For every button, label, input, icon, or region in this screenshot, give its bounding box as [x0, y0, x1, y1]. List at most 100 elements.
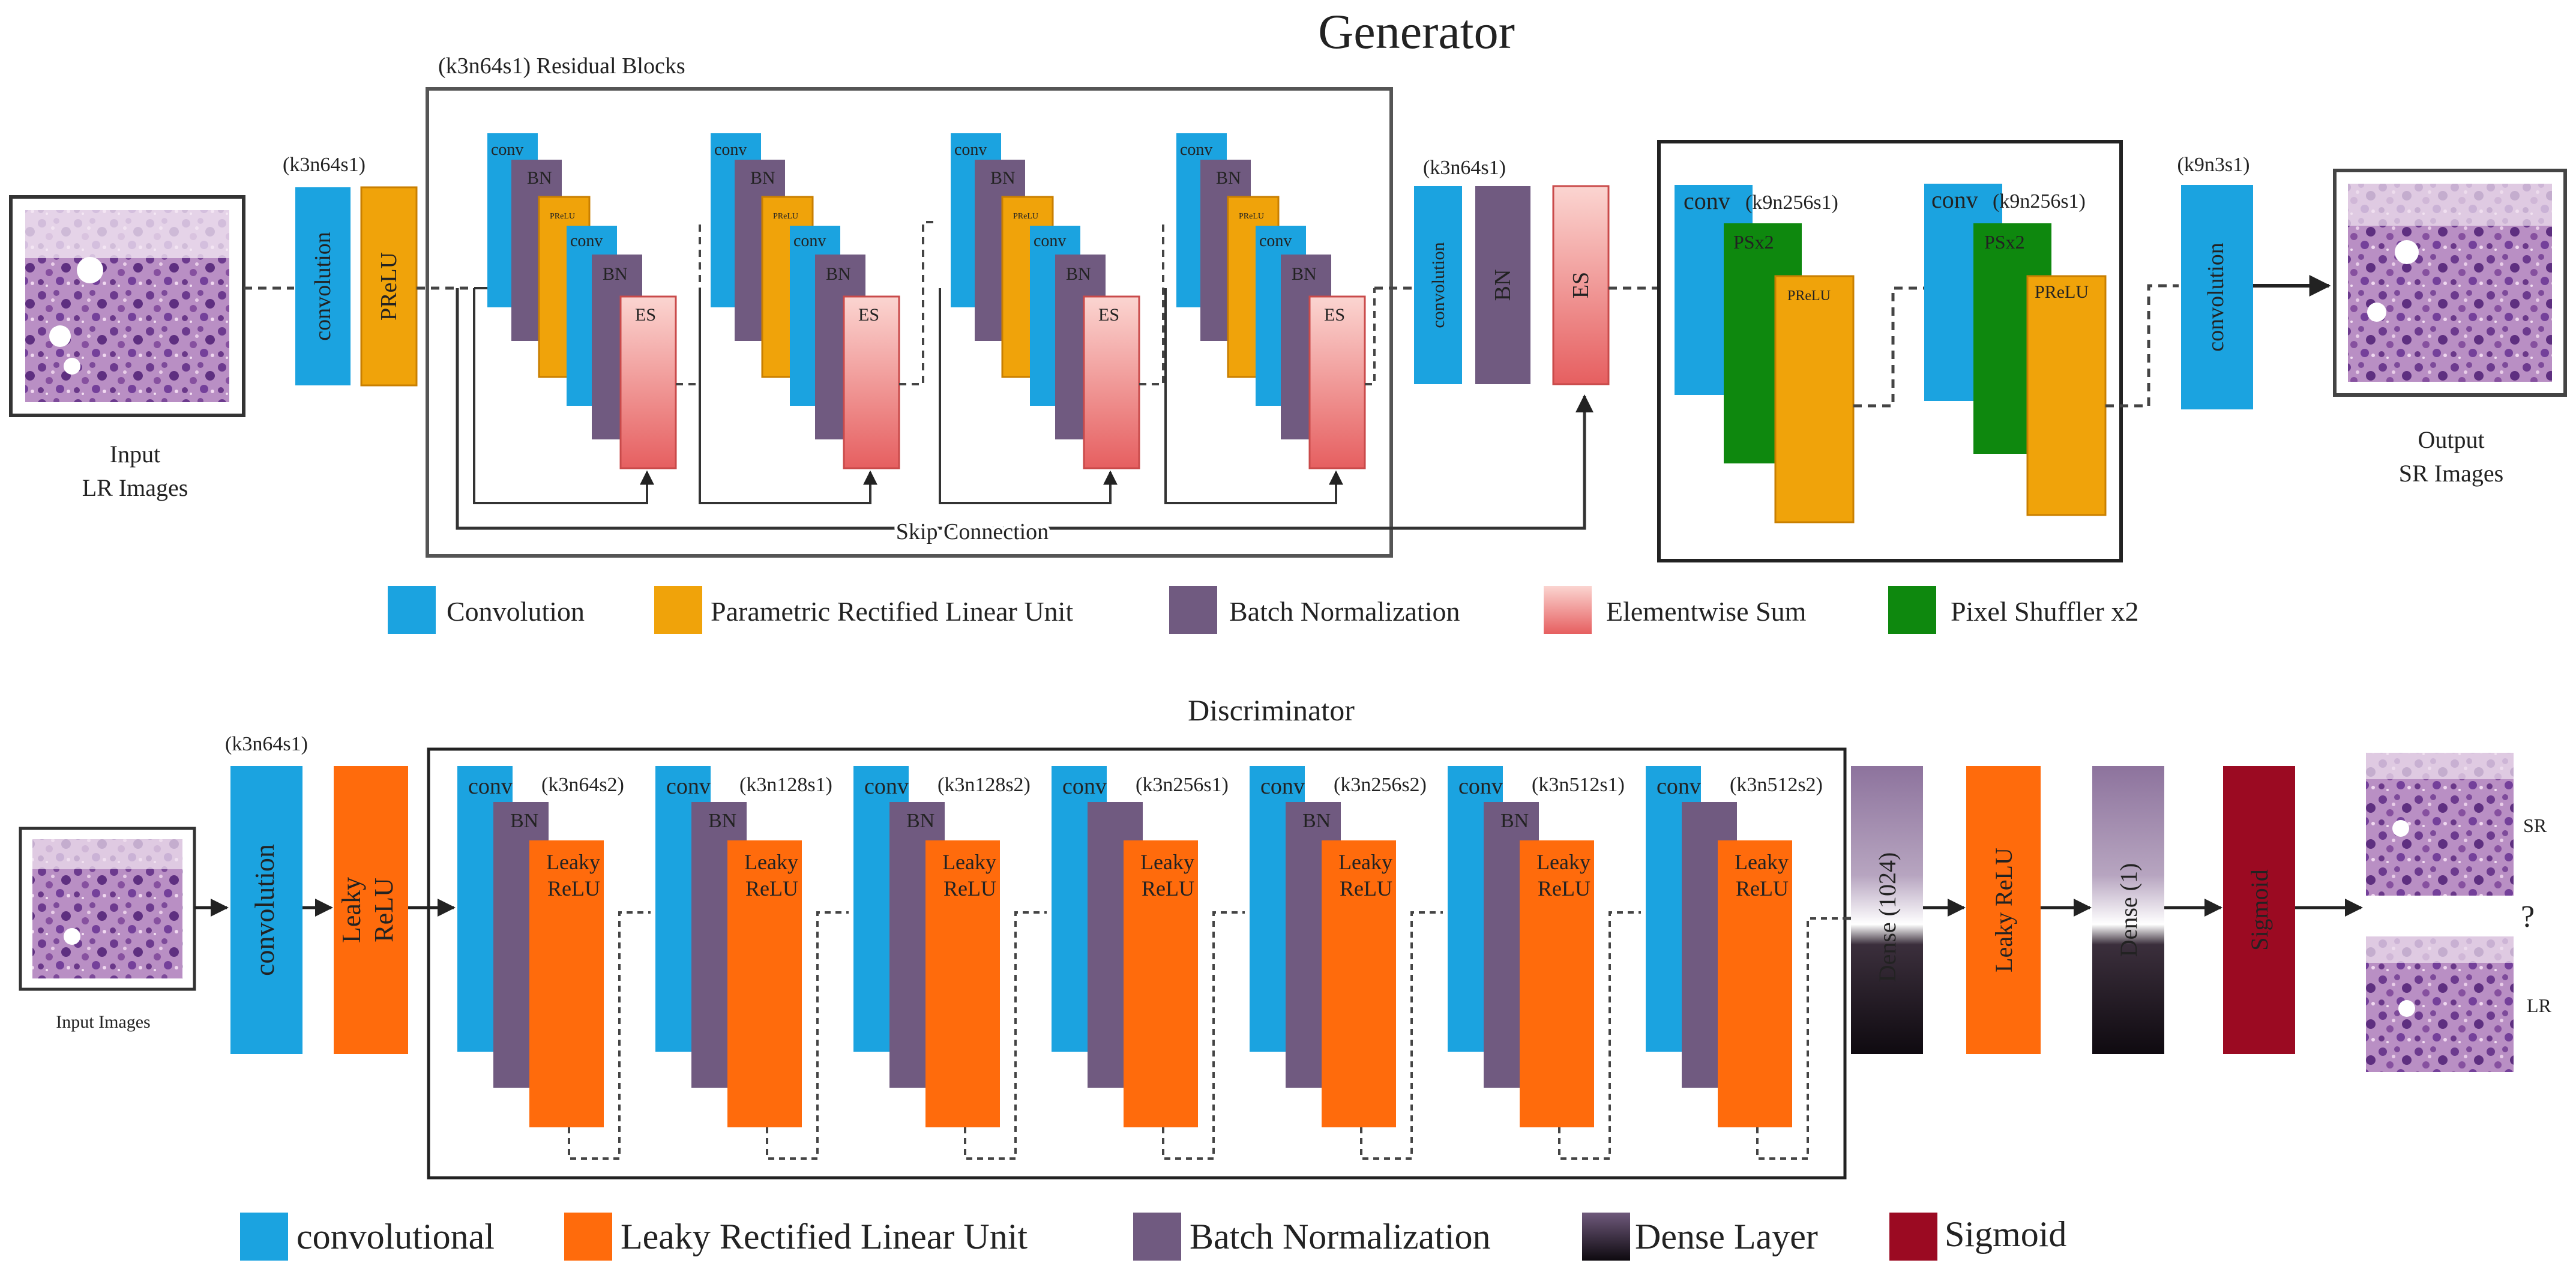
- res-bn-2-label: BN: [1066, 264, 1091, 284]
- disc-param-label: (k3n512s1): [1532, 774, 1625, 796]
- residual-blocks-title: (k3n64s1) Residual Blocks: [438, 53, 685, 79]
- discriminator-blocks-frame: [427, 747, 1847, 1180]
- res-bn-2-label: BN: [603, 264, 628, 284]
- disc-conv-label: conv: [468, 774, 513, 799]
- disc-connector: [1756, 917, 1845, 1160]
- disc-leaky-label-1: Leaky: [744, 850, 798, 874]
- legend-label-leaky: Leaky Rectified Linear Unit: [621, 1217, 1028, 1256]
- disc-conv-label: conv: [1657, 774, 1701, 799]
- disc-leaky: [529, 840, 604, 1127]
- disc-bn-label: BN: [510, 810, 538, 832]
- res-conv-1-label: conv: [714, 140, 747, 159]
- legend-swatch-pixel-shuffler: [1888, 586, 1936, 634]
- disc-param-label: (k3n256s2): [1334, 774, 1427, 796]
- legend-label-prelu: Parametric Rectified Linear Unit: [711, 596, 1073, 627]
- res-conv-1-label: conv: [491, 140, 523, 159]
- res-es: [1083, 295, 1140, 469]
- res-es-label: ES: [635, 305, 656, 325]
- generator-title: Generator: [1318, 4, 1515, 59]
- disc-connector: [766, 911, 849, 1160]
- disc-conv-label: conv: [666, 774, 711, 799]
- discriminator-input-image: [19, 827, 196, 991]
- generator-post-conv-layer: convolution: [1414, 186, 1462, 384]
- legend-swatch-convolutional: [240, 1213, 288, 1261]
- disc-leaky: [1322, 840, 1396, 1127]
- disc-leaky-label-1: Leaky: [1140, 850, 1194, 874]
- upsampling-frame: [1657, 140, 2123, 562]
- generator-input-caption-2: LR Images: [82, 474, 188, 501]
- res-bn-2-label: BN: [826, 264, 851, 284]
- legend-swatch-prelu: [654, 586, 702, 634]
- res-conv-2-label: conv: [1259, 232, 1292, 250]
- skip-connection: Skip Connection: [456, 288, 1593, 547]
- discriminator-first-leaky-layer: Leaky ReLU: [334, 766, 408, 1054]
- legend-swatch-sigmoid: [1889, 1213, 1937, 1261]
- generator-post-bn-label: BN: [1490, 270, 1515, 301]
- generator-prelu-layer: PReLU: [360, 186, 418, 387]
- disc-leaky: [1520, 840, 1594, 1127]
- disc-connector: [1558, 911, 1641, 1160]
- generator-post-param: (k3n64s1): [1423, 157, 1506, 179]
- disc-leaky: [727, 840, 802, 1127]
- res-internal-skip: [699, 288, 877, 504]
- upsample-2-ps-label: PSx2: [1984, 231, 2025, 253]
- generator-output-caption: Output: [2418, 426, 2484, 453]
- dense-1-label: Dense (1): [2115, 863, 2142, 957]
- sr-label: SR: [2523, 815, 2547, 836]
- disc-leaky-label-1: Leaky: [1536, 850, 1590, 874]
- res-bn-1-label: BN: [1216, 168, 1241, 188]
- upsample-block-1: conv (k9n256s1) PSx2 PReLU: [1675, 185, 1855, 523]
- disc-param-label: (k3n128s1): [739, 774, 832, 796]
- disc-leaky-label-2: ReLU: [745, 876, 798, 900]
- disc-conv-label: conv: [1260, 774, 1305, 799]
- res-conv-1-label: conv: [1180, 140, 1212, 159]
- discriminator-blocks: conv(k3n64s2)BNLeakyReLUconv(k3n128s1)BN…: [457, 766, 1845, 1160]
- res-connector: [899, 221, 939, 385]
- disc-bn-label: BN: [1302, 810, 1331, 832]
- res-es: [1308, 295, 1366, 469]
- res-connector: [676, 221, 701, 385]
- disc-leaky-label-1: Leaky: [942, 850, 996, 874]
- generator-final-conv-layer: convolution: [2181, 185, 2253, 409]
- res-internal-skip: [939, 288, 1118, 504]
- generator-prelu-label: PReLU: [376, 252, 402, 321]
- res-internal-skip: [473, 288, 654, 504]
- discriminator-lr-image: [2366, 936, 2514, 1072]
- dense-1024-label: Dense (1024): [1874, 852, 1901, 983]
- disc-connector: [1360, 911, 1443, 1160]
- discriminator-first-leaky-label-2: ReLU: [369, 878, 399, 942]
- disc-leaky-label-2: ReLU: [547, 876, 600, 900]
- res-es-label: ES: [1324, 305, 1345, 325]
- upsample-2-prelu-label: PReLU: [2035, 282, 2089, 302]
- legend-swatch-dense: [1582, 1213, 1630, 1261]
- upsample-1-prelu-label: PReLU: [1787, 288, 1831, 304]
- generator-input-image: [9, 195, 245, 417]
- dense-1024-layer: Dense (1024): [1851, 766, 1923, 1054]
- discriminator-first-param: (k3n64s1): [225, 733, 308, 755]
- res-prelu-label: PReLU: [773, 212, 798, 221]
- disc-connector: [1162, 911, 1245, 1160]
- res-conv-2-label: conv: [1034, 232, 1066, 250]
- disc-leaky: [1718, 840, 1792, 1127]
- res-bn-1-label: BN: [527, 168, 552, 188]
- upsample-1-conv-label: conv: [1684, 187, 1730, 214]
- generator-input-caption: Input: [110, 441, 160, 468]
- disc-leaky-label-2: ReLU: [943, 876, 996, 900]
- disc-leaky: [1124, 840, 1198, 1127]
- disc-connector: [568, 911, 651, 1160]
- discriminator-leaky-relu-label: Leaky ReLU: [1990, 848, 2017, 972]
- generator-input-conv-layer: convolution: [295, 187, 351, 385]
- residual-blocks-frame: [426, 87, 1393, 558]
- disc-bn-label: BN: [906, 810, 934, 832]
- legend-swatch-es: [1544, 586, 1592, 634]
- res-bn-2-label: BN: [1292, 264, 1317, 284]
- res-es: [619, 295, 677, 469]
- res-es: [843, 295, 900, 469]
- disc-bn-label: BN: [708, 810, 736, 832]
